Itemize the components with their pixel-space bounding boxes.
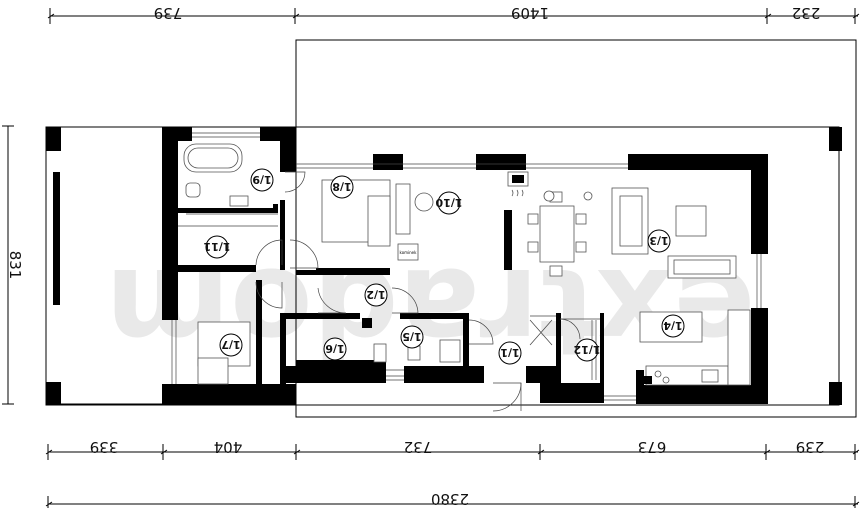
room-1-1: 1/1: [498, 341, 522, 365]
room-labels: 1/9 1/8 1/10 1/11 1/3 1/2 1/7 1/6: [204, 168, 685, 365]
room-1-5: 1/5: [400, 325, 424, 349]
svg-text:1/4: 1/4: [663, 319, 683, 332]
room-1-11: 1/11: [204, 235, 231, 259]
dim-total: 2380: [431, 490, 469, 508]
dim-top-1: 739: [154, 4, 183, 22]
room-1-3: 1/3: [647, 229, 671, 253]
fireplace: [397, 243, 419, 261]
room-1-8: 1/8: [330, 175, 354, 199]
svg-text:1/6: 1/6: [325, 342, 345, 355]
svg-text:1/10: 1/10: [435, 196, 462, 209]
svg-text:1/9: 1/9: [252, 173, 271, 186]
svg-text:1/12: 1/12: [574, 343, 601, 356]
room-1-6: 1/6: [323, 337, 347, 361]
room-1-10: 1/10: [435, 191, 462, 215]
round-table: [414, 192, 434, 212]
dim-bottom-5: 239: [796, 438, 825, 456]
svg-text:1/11: 1/11: [204, 240, 231, 253]
dim-top-3: 232: [792, 4, 821, 22]
dim-bottom-3: 732: [404, 438, 433, 456]
room-1-4: 1/4: [661, 314, 685, 338]
total-dimension-line: [45, 496, 860, 508]
fireplace-label: kominek: [400, 250, 418, 255]
svg-text:1/1: 1/1: [500, 346, 519, 359]
bottom-dimension-line: [45, 444, 860, 460]
room-1-12: 1/12: [574, 338, 601, 362]
svg-text:1/5: 1/5: [402, 330, 421, 343]
room-1-7: 1/7: [219, 333, 243, 357]
svg-text:1/2: 1/2: [366, 288, 385, 301]
side-dimension-line: [2, 125, 14, 405]
roof-outline: [45, 39, 857, 418]
svg-text:1/8: 1/8: [332, 180, 351, 193]
room-1-2: 1/2: [364, 283, 388, 307]
svg-text:1/3: 1/3: [649, 234, 668, 247]
dining-table: [539, 205, 575, 263]
doors: [255, 171, 600, 412]
dim-side: 831: [6, 251, 24, 280]
partition-lines: [171, 132, 762, 401]
furniture: kominek: [178, 143, 751, 386]
room-1-9: 1/9: [250, 168, 274, 192]
svg-text:1/7: 1/7: [221, 338, 240, 351]
dim-bottom-2: 404: [214, 438, 243, 456]
dim-top-2: 1409: [511, 4, 549, 22]
top-dimension-line: [47, 8, 860, 24]
walls: [46, 127, 842, 405]
dim-bottom-1: 339: [90, 438, 119, 456]
dim-bottom-4: 673: [638, 438, 667, 456]
